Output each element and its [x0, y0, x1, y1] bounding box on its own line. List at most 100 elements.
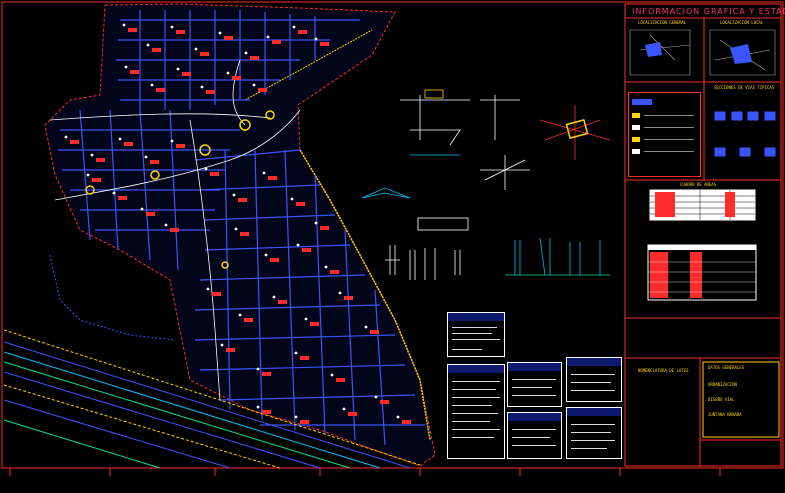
notes-panel-2[interactable] — [447, 364, 505, 459]
panel-local-location-label: LOCALIZACION LOCAL — [720, 20, 764, 25]
general-data-frame — [702, 361, 780, 438]
lot-marker — [290, 197, 294, 201]
lot-marker — [342, 407, 346, 411]
lot-tag — [320, 226, 329, 230]
lot-tag — [210, 172, 219, 176]
lot-marker — [396, 415, 400, 419]
lot-tag — [302, 248, 311, 252]
lot-tag — [130, 70, 139, 74]
lot-marker — [226, 71, 230, 75]
lot-tag — [176, 144, 185, 148]
lot-marker — [338, 291, 342, 295]
lot-marker — [90, 153, 94, 157]
lot-tag — [150, 160, 159, 164]
lot-marker — [144, 155, 148, 159]
lot-tag — [272, 40, 281, 44]
panel-road-sections-label: SECCIONES DE VIAS TIPICAS — [714, 85, 775, 90]
intersection-square — [565, 118, 589, 140]
lot-tag — [296, 202, 305, 206]
lot-tag — [124, 142, 133, 146]
north-yellow-boundary — [244, 29, 373, 101]
west-open-area-edge — [49, 254, 176, 341]
bottom-ruler — [9, 468, 721, 476]
lot-tag — [298, 30, 307, 34]
lot-tags — [64, 23, 411, 424]
general-data-row-1: URBANIZACION — [708, 382, 737, 387]
lot-marker — [146, 43, 150, 47]
notes-panel-4[interactable] — [507, 412, 562, 459]
lot-tag — [258, 88, 267, 92]
detail-box-1 — [424, 89, 444, 99]
lot-tag — [278, 300, 287, 304]
lot-marker — [272, 295, 276, 299]
lot-tag — [244, 318, 253, 322]
lot-marker — [292, 25, 296, 29]
lot-tag — [336, 378, 345, 382]
panel-areas-table-label: CUADRO DE AREAS — [680, 182, 717, 187]
road-section-drawings — [714, 111, 776, 157]
lot-marker — [232, 193, 236, 197]
lot-marker — [86, 173, 90, 177]
lot-marker — [252, 83, 256, 87]
master-plan[interactable] — [3, 3, 436, 469]
lot-tag — [402, 420, 411, 424]
lot-marker — [294, 415, 298, 419]
notes-panel-1[interactable] — [447, 312, 505, 357]
notes-panel-3[interactable] — [507, 362, 562, 407]
lot-tag — [212, 292, 221, 296]
lot-marker — [256, 405, 260, 409]
lot-tag — [128, 28, 137, 32]
roof-detail — [361, 187, 411, 199]
detail-section-1 — [400, 95, 470, 146]
title-block[interactable] — [624, 3, 782, 467]
panel-general-data-label: DATOS GENERALES — [708, 365, 745, 370]
general-location-marker — [645, 42, 662, 57]
lot-marker — [256, 367, 260, 371]
local-location-marker — [730, 44, 752, 64]
lot-marker — [262, 171, 266, 175]
general-data-row-3: JUNTANA NANABA — [708, 412, 742, 417]
lot-marker — [234, 227, 238, 231]
lot-marker — [194, 47, 198, 51]
intersection-detail — [539, 105, 611, 160]
lot-tag — [344, 296, 353, 300]
lot-marker — [264, 253, 268, 257]
lot-tag — [176, 30, 185, 34]
lot-tag — [182, 72, 191, 76]
lot-tag — [152, 48, 161, 52]
lot-tag — [310, 322, 319, 326]
lot-marker — [218, 31, 222, 35]
lot-marker — [150, 83, 154, 87]
panel-lots-table-label: NOMENCLATURA DE LOTES — [638, 368, 689, 373]
lot-tag — [240, 232, 249, 236]
lot-tag — [320, 42, 329, 46]
southeast-street-grid — [194, 149, 425, 446]
lot-tag — [224, 36, 233, 40]
conventions-legend — [628, 92, 701, 177]
lot-marker — [204, 167, 208, 171]
notes-panel-6[interactable] — [566, 407, 622, 459]
lot-marker — [170, 25, 174, 29]
lot-marker — [314, 221, 318, 225]
lot-marker — [140, 207, 144, 211]
lot-marker — [314, 37, 318, 41]
lot-marker — [220, 343, 224, 347]
lot-tag — [118, 196, 127, 200]
detail-drawings[interactable] — [361, 89, 611, 280]
lot-marker — [206, 287, 210, 291]
notes-panel-5[interactable] — [566, 357, 622, 402]
lot-marker — [124, 65, 128, 69]
lot-marker — [364, 325, 368, 329]
lot-tag — [170, 228, 179, 232]
lot-marker — [176, 67, 180, 71]
column-detail-1 — [385, 245, 461, 280]
lot-marker — [324, 265, 328, 269]
lot-tag — [250, 56, 259, 60]
lot-marker — [170, 139, 174, 143]
lot-marker — [118, 137, 122, 141]
lot-tag — [330, 270, 339, 274]
sheet-title: INFORMACION GRAFICA Y ESTADISTICA — [632, 7, 785, 16]
lot-tag — [348, 412, 357, 416]
roundabouts — [85, 110, 275, 269]
